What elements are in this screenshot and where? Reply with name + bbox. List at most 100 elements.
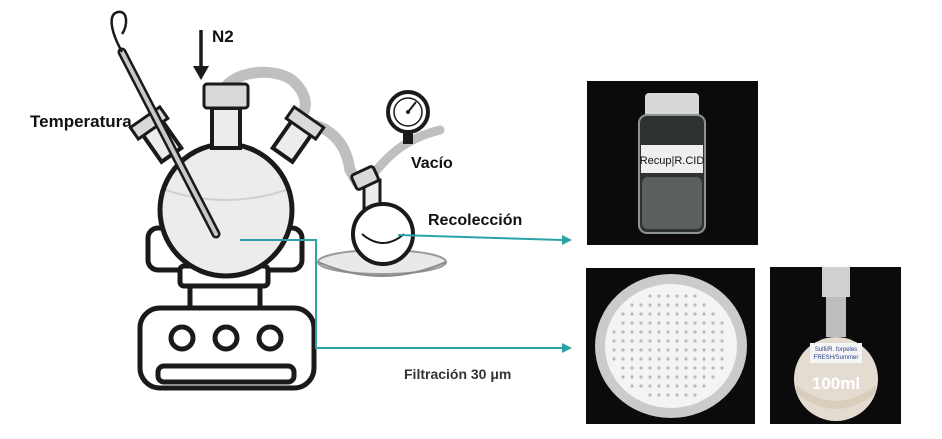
filter-dot	[648, 366, 652, 370]
filter-dot	[657, 330, 661, 334]
filter-dot	[684, 312, 688, 316]
filter-dot	[675, 339, 679, 343]
filter-dot	[720, 339, 724, 343]
filter-dot	[648, 321, 652, 325]
filter-dot	[693, 384, 697, 388]
three-neck-flask-icon	[128, 82, 326, 279]
filter-dot	[675, 294, 679, 298]
filter-dot	[720, 348, 724, 352]
temperature-label: Temperatura	[30, 112, 132, 131]
filter-dot	[684, 375, 688, 379]
filter-dot	[693, 330, 697, 334]
filter-dot	[684, 384, 688, 388]
filter-dot	[657, 384, 661, 388]
filter-dot	[639, 321, 643, 325]
filter-dot	[711, 366, 715, 370]
filter-dot	[693, 393, 697, 397]
filter-dot	[648, 348, 652, 352]
filter-dot	[612, 357, 616, 361]
filter-dot	[639, 312, 643, 316]
filtration-label: Filtración 30 μm	[404, 366, 512, 382]
filter-dot	[630, 348, 634, 352]
filter-dot	[639, 348, 643, 352]
n2-inlet-arrow-icon	[193, 30, 209, 80]
filter-dot	[666, 357, 670, 361]
filter-dot	[684, 339, 688, 343]
filter-dot	[675, 303, 679, 307]
filter-dot	[711, 330, 715, 334]
filter-dot	[657, 393, 661, 397]
filter-dot	[657, 348, 661, 352]
filter-dot	[657, 312, 661, 316]
thermometer-probe-icon	[110, 10, 221, 239]
filter-dot	[621, 312, 625, 316]
filter-dot	[666, 339, 670, 343]
filter-dot	[711, 312, 715, 316]
filter-dot	[648, 375, 652, 379]
filter-dot	[693, 312, 697, 316]
filter-dot	[720, 366, 724, 370]
filter-dot	[684, 321, 688, 325]
filter-dot	[675, 375, 679, 379]
filter-dot	[657, 375, 661, 379]
filter-dot	[612, 339, 616, 343]
filter-dot	[657, 294, 661, 298]
filter-dot	[666, 384, 670, 388]
filter-dot	[639, 303, 643, 307]
filter-dot	[675, 321, 679, 325]
filter-dot	[621, 366, 625, 370]
filter-dot	[630, 384, 634, 388]
filter-dot	[675, 330, 679, 334]
filter-dot	[693, 303, 697, 307]
filter-dot	[702, 366, 706, 370]
filter-dot	[657, 321, 661, 325]
filter-dot	[711, 375, 715, 379]
filter-dot	[675, 312, 679, 316]
filter-dot	[693, 321, 697, 325]
filter-dot	[621, 330, 625, 334]
collection-flask-icon	[317, 165, 447, 277]
flow-arrows	[240, 234, 572, 353]
filter-dot	[639, 384, 643, 388]
filter-dot	[621, 321, 625, 325]
filter-dot	[702, 357, 706, 361]
filter-dot	[657, 339, 661, 343]
filter-dot	[693, 294, 697, 298]
filter-dot	[720, 330, 724, 334]
flask-photo: Sulfi/R. forpeles FRESH/Summer 100ml	[770, 267, 901, 424]
filter-dot	[666, 366, 670, 370]
filter-dot	[711, 348, 715, 352]
filter-dot	[630, 357, 634, 361]
filter-photo	[586, 268, 755, 424]
filter-dot	[693, 366, 697, 370]
filter-dot	[702, 330, 706, 334]
filter-dot	[630, 303, 634, 307]
vacuum-label: Vacío	[411, 155, 453, 172]
filter-dot	[639, 339, 643, 343]
filter-dot	[666, 375, 670, 379]
filter-dot	[630, 375, 634, 379]
filter-dot	[702, 339, 706, 343]
filter-dot	[684, 366, 688, 370]
filter-dot	[702, 312, 706, 316]
filter-dot	[711, 357, 715, 361]
n2-label: N2	[212, 27, 234, 46]
filter-dot	[612, 330, 616, 334]
filter-dot	[630, 366, 634, 370]
filter-dot	[657, 303, 661, 307]
filter-dot	[621, 375, 625, 379]
filter-dot	[666, 393, 670, 397]
filter-dot	[648, 312, 652, 316]
filter-dot	[630, 312, 634, 316]
filter-dot	[639, 357, 643, 361]
collection-arrow	[397, 234, 563, 241]
filter-dot	[684, 357, 688, 361]
filter-dot	[711, 321, 715, 325]
filter-dot	[639, 375, 643, 379]
vacuum-gauge-icon	[386, 90, 430, 144]
filter-dot	[648, 393, 652, 397]
filter-dot	[702, 321, 706, 325]
filter-dot	[639, 330, 643, 334]
